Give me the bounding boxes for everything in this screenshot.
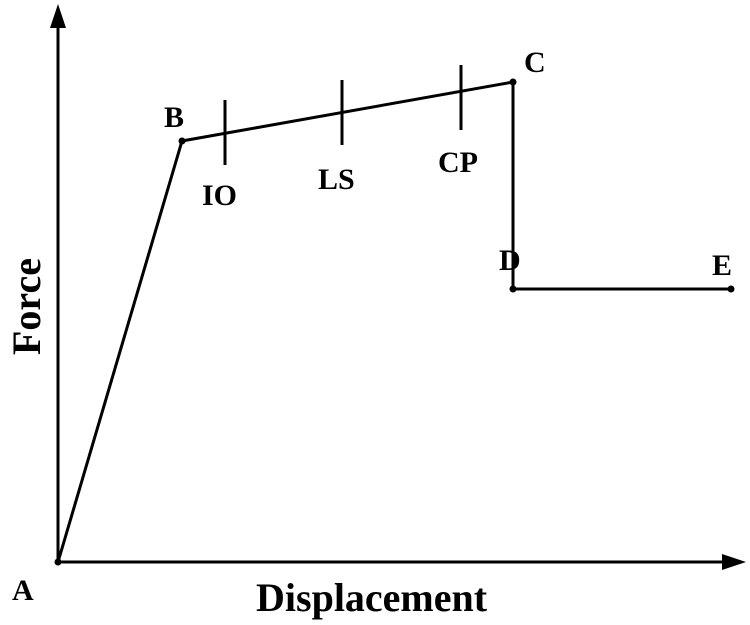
point-d-marker [509,285,517,293]
point-c-marker [509,78,517,86]
point-label-d: D [499,244,521,277]
backbone-curve [56,80,731,563]
x-axis-arrow-icon [722,554,746,570]
point-label-e: E [712,249,732,282]
level-label-ls: LS [318,163,355,196]
axes [56,22,728,564]
point-label-a: A [12,574,34,607]
point-label-b: B [164,101,184,134]
level-label-io: IO [202,179,237,212]
point-label-c: C [524,46,546,79]
point-b-marker [178,137,186,145]
performance-level-ticks [223,65,463,165]
point-a-marker [54,558,62,566]
point-e-marker [727,285,735,293]
y-axis-arrow-icon [50,4,66,28]
level-label-cp: CP [438,146,478,179]
y-axis-title: Force [4,258,49,355]
x-axis-title: Displacement [256,575,488,620]
point-markers [54,78,735,566]
